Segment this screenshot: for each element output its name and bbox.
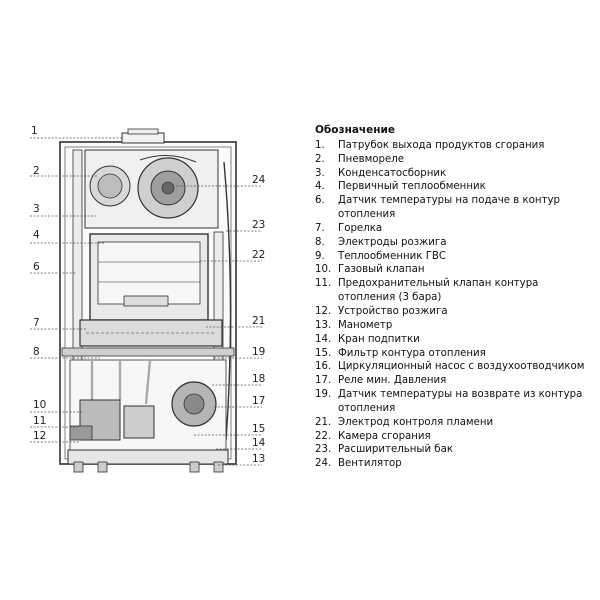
legend-item-number: 6. [315,195,325,207]
legend-item-text: Первичный теплообменник [338,181,486,193]
legend-item-text: Фильтр контура отопления [338,347,486,359]
legend-item: 2. Пневмореле [315,153,597,167]
legend-item-text: Расширительный бак [338,444,453,456]
legend-item-number: 21. [315,416,332,428]
legend-item-number: 7. [315,222,325,234]
legend-item: 16. Циркуляционный насос с воздухоотводчи… [315,360,597,374]
legend-item: 14. Кран подпитки [315,333,597,347]
legend-item-text: Манометр [338,319,393,331]
legend-item-text: Кран подпитки [338,333,420,345]
callout-12: 12 [33,430,46,442]
legend-item-text: Горелка [338,222,383,234]
legend-item-text: Датчик температуры на подаче в контур от… [338,195,560,221]
legend-item-text: Устройство розжига [338,305,448,317]
callout-6: 6 [33,261,40,273]
callout-24: 24 [252,174,266,186]
legend-item-text: Предохранительный клапан контура отоплен… [338,278,539,304]
legend-item-text: Теплообменник ГВС [338,250,447,262]
legend-list: 1. Патрубок выхода продуктов сгорания 2. Пн… [315,139,597,471]
callout-17: 17 [252,395,265,407]
legend-item-number: 3. [315,167,325,179]
callout-19: 19 [252,346,265,358]
legend-item: 12. Устройство розжига [315,305,597,319]
callout-3: 3 [33,203,40,215]
callout-1: 1 [31,125,38,137]
legend-item: 24. Вентилятор [315,457,597,471]
legend-item-text: Циркуляционный насос с воздухоотводчиком [338,361,585,373]
right-callouts: 24 23 22 21 19 18 17 15 14 13 [176,174,266,466]
legend-item-number: 13. [315,319,332,331]
legend-item-number: 22. [315,430,332,442]
legend-item: 1. Патрубок выхода продуктов сгорания [315,139,597,153]
legend-item: 7. Горелка [315,222,597,236]
legend-item-number: 14. [315,333,332,345]
callout-23: 23 [252,219,265,231]
callout-21: 21 [252,315,265,327]
legend-item: 9. Теплообменник ГВС [315,250,597,264]
legend-title: Обозначение [315,124,395,136]
legend-item-number: 17. [315,375,332,387]
legend-item: 22. Камера сгорания [315,430,597,444]
callout-10: 10 [33,399,46,411]
callout-7: 7 [33,317,40,329]
legend-item-number: 24. [315,458,332,470]
legend-item: 4. Первичный теплообменник [315,180,597,194]
legend-item-text: Электрод контроля пламени [338,416,494,428]
legend-item-text: Камера сгорания [338,430,431,442]
callout-11: 11 [33,415,46,427]
legend-item-number: 16. [315,361,332,373]
legend-item: 23. Расширительный бак [315,443,597,457]
legend-item-number: 4. [315,181,325,193]
legend-item-text: Патрубок выхода продуктов сгорания [338,139,545,151]
legend-item-text: Электроды розжига [338,236,447,248]
legend-item-number: 12. [315,305,332,317]
legend-item: 21. Электрод контроля пламени [315,416,597,430]
legend-item-number: 23. [315,444,332,456]
legend-item-number: 19. [315,389,332,401]
legend-item: 17. Реле мин. Давления [315,374,597,388]
legend-item-text: Пневмореле [338,153,405,165]
legend-item-text: Конденсатосборник [338,167,447,179]
legend-item-text: Газовый клапан [338,264,425,276]
legend-item-number: 2. [315,153,325,165]
left-callouts: 1 2 3 4 6 7 8 10 11 12 [30,125,124,443]
legend-item: 13. Манометр [315,319,597,333]
legend-item: 19. Датчик температуры на возврате из кон… [315,388,597,416]
legend: Обозначение 1. Патрубок выхода продуктов … [315,124,597,471]
legend-item-number: 11. [315,278,332,290]
callout-2: 2 [33,165,40,177]
legend-item-number: 15. [315,347,332,359]
legend-item-number: 9. [315,250,325,262]
boiler-body [59,128,237,473]
legend-item: 3. Конденсатосборник [315,167,597,181]
legend-item-text: Вентилятор [338,458,402,470]
legend-item-number: 10. [315,264,332,276]
legend-item: 15. Фильтр контура отопления [315,347,597,361]
legend-item: 11. Предохранительный клапан контура отоп… [315,277,597,305]
callout-4: 4 [33,229,40,241]
legend-item: 8. Электроды розжига [315,236,597,250]
legend-item: 10. Газовый клапан [315,263,597,277]
callout-14: 14 [252,437,266,449]
callout-22: 22 [252,249,265,261]
legend-item-text: Датчик температуры на возврате из контур… [338,389,583,414]
legend-item-number: 1. [315,139,325,151]
callout-18: 18 [252,373,265,385]
callout-8: 8 [33,346,40,358]
legend-item: 6. Датчик температуры на подаче в контур … [315,194,597,222]
legend-item-number: 8. [315,236,325,248]
legend-item-text: Реле мин. Давления [338,375,447,387]
callout-15: 15 [252,423,265,435]
callout-13: 13 [252,453,265,465]
